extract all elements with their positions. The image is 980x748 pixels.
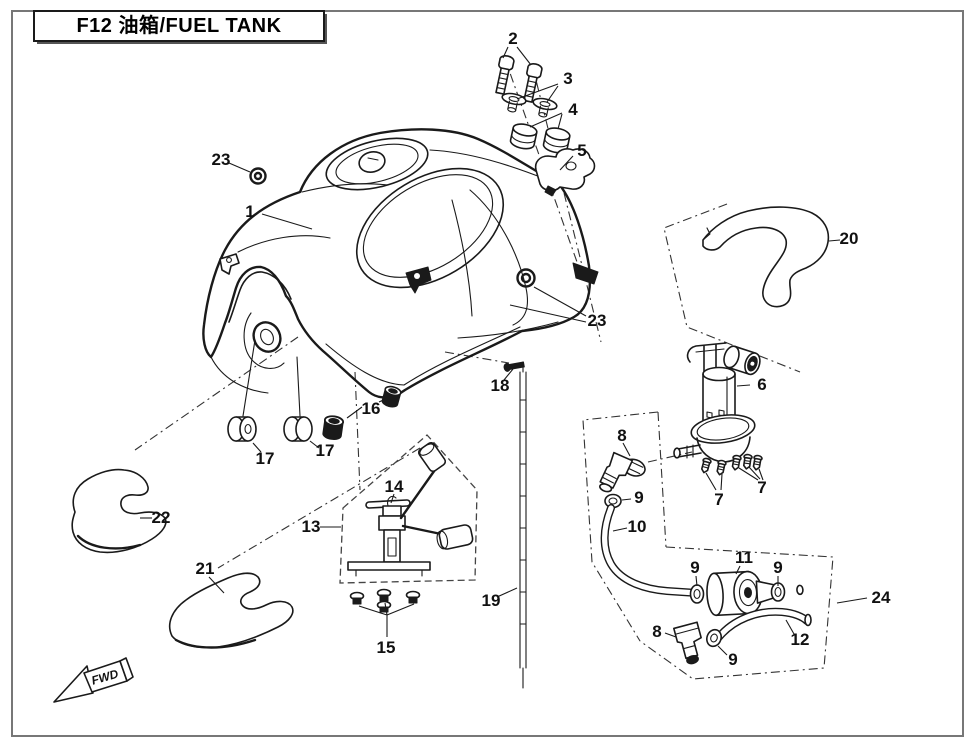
rod-screw [503,361,525,372]
part-label-8b: 8 [652,622,661,641]
part-label-12: 12 [791,630,810,649]
tank-mount-hardware [495,55,596,197]
rubber-bushing [542,127,571,154]
part-label-20: 20 [840,229,859,248]
part-label-17b: 17 [316,441,335,460]
fuel-elbow-lower [673,621,702,665]
part-label-14: 14 [385,477,404,496]
part-label-3: 3 [563,69,572,88]
part-label-2: 2 [508,29,517,48]
part-label-9: 9 [634,488,643,507]
roller-right [283,416,313,442]
part-label-15: 15 [377,638,396,657]
part-label-9c: 9 [773,558,782,577]
part-label-7b: 7 [757,478,766,497]
part-label-6: 6 [757,375,766,394]
part-label-1: 1 [245,202,254,221]
part-label-16: 16 [362,399,381,418]
part-label-5: 5 [577,141,586,160]
rubber-bushing [509,123,538,150]
part-label-18: 18 [491,376,510,395]
float-cylinder [436,524,474,550]
part-label-24: 24 [872,588,891,607]
pump-bolts [700,453,763,476]
part-label-9b: 9 [690,558,699,577]
fwd-arrow: FWD [53,657,134,703]
fuel-pump [673,342,761,463]
part-label-9d: 9 [728,650,737,669]
pump-cap [723,345,761,376]
part-label-17: 17 [256,449,275,468]
side-pads [71,468,294,649]
part-label-21: 21 [196,559,215,578]
part-callouts: 1 2 3 4 5 6 7 7 8 8 9 9 9 9 10 11 12 13 … [152,29,891,669]
roller-left [227,416,257,442]
part-label-13: 13 [302,517,321,536]
float [417,441,447,473]
part-label-10: 10 [628,517,647,536]
part-label-4: 4 [568,100,578,119]
fuel-filter-assembly [673,570,812,665]
fuel-level-sensor [339,434,478,613]
fuel-elbow-upper [599,451,701,597]
part-label-22: 22 [152,508,171,527]
mount-bracket [534,148,596,197]
leader-lines [140,46,868,656]
heat-shield [702,206,830,308]
part-label-23: 23 [212,150,231,169]
tank-rod [503,361,527,689]
part-label-8: 8 [617,426,626,445]
fuel-tank-body [202,128,599,399]
rubber-mounts [227,339,402,442]
part-label-7: 7 [714,490,723,509]
washer [501,92,527,113]
page-border [11,10,964,737]
part-label-19: 19 [482,591,501,610]
part-label-23b: 23 [588,311,607,330]
washer [532,97,558,118]
bolt [495,55,515,95]
part-label-11: 11 [735,548,753,567]
page-title: F12 油箱/FUEL TANK [33,10,325,42]
